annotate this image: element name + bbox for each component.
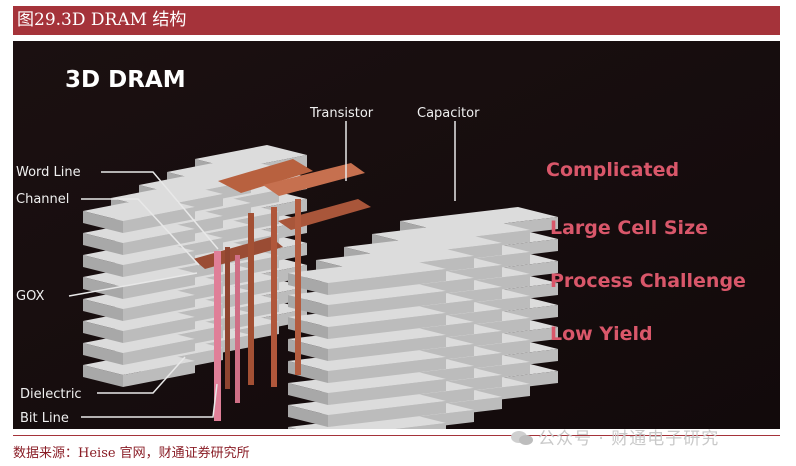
slab-top — [83, 241, 195, 265]
slab-top — [288, 281, 446, 305]
slab-side — [328, 357, 446, 383]
watermark-text: 公众号 · 财通电子研究 — [538, 429, 720, 449]
challenge-item: Complicated — [546, 159, 679, 181]
slab-side — [123, 229, 195, 255]
slab-front — [83, 321, 123, 343]
slab-side — [123, 317, 195, 343]
slab-top — [344, 233, 502, 257]
figure-title: 图29.3D DRAM 结构 — [13, 6, 780, 35]
dram-figure: 3D DRAM Tr — [13, 41, 780, 429]
slab-top — [83, 197, 195, 221]
slab-top — [288, 391, 446, 415]
slab-top — [288, 259, 446, 283]
slab-top — [83, 263, 195, 287]
slab-side — [328, 335, 446, 361]
bit-line-pillar — [214, 251, 221, 421]
dielectric-label: Dielectric — [20, 387, 82, 402]
slab-side — [328, 401, 446, 427]
slab-side — [328, 269, 446, 295]
slab-front — [83, 233, 123, 255]
bit-line-label: Bit Line — [20, 411, 69, 426]
source-note: 数据来源：Heise 官网，财通证券研究所 — [13, 446, 250, 461]
challenge-item: Low Yield — [550, 323, 653, 345]
transistor-label: Transistor — [309, 106, 374, 121]
slab-top — [83, 285, 195, 309]
word-line-label: Word Line — [16, 165, 81, 180]
slab-side — [123, 295, 195, 321]
transistor-array — [193, 159, 371, 389]
slab-side — [123, 251, 195, 277]
wechat-icon — [510, 430, 534, 446]
slab-side — [123, 361, 195, 387]
slab-front — [288, 383, 328, 405]
slab-top — [288, 325, 446, 349]
slab-top — [400, 207, 558, 231]
slab-top — [288, 303, 446, 327]
slab-top — [316, 246, 474, 270]
slab-side — [328, 313, 446, 339]
callout-lines — [68, 121, 456, 418]
footer-divider — [13, 435, 780, 436]
gox-label: GOX — [16, 289, 44, 304]
slab-top — [83, 307, 195, 331]
channel-label: Channel — [16, 192, 69, 207]
slab-side — [123, 273, 195, 299]
slab-top — [288, 369, 446, 393]
slab-front — [288, 405, 328, 427]
slab-top — [83, 329, 195, 353]
word-line-pillar — [235, 255, 240, 403]
challenge-item: Large Cell Size — [550, 217, 708, 239]
slab-front — [83, 277, 123, 299]
slab-front — [83, 299, 123, 321]
slab-front — [83, 211, 123, 233]
diagram-heading: 3D DRAM — [65, 67, 186, 93]
slab-top — [83, 351, 195, 375]
slab-side — [328, 379, 446, 405]
slab-top — [83, 219, 195, 243]
slab-side — [123, 339, 195, 365]
right-slab-stack — [288, 207, 558, 429]
capacitor-label: Capacitor — [417, 106, 480, 121]
slab-side — [328, 291, 446, 317]
slab-top — [372, 220, 530, 244]
slab-side — [123, 207, 195, 233]
watermark: 公众号 · 财通电子研究 — [510, 424, 719, 449]
slab-front — [83, 365, 123, 387]
slab-front — [288, 427, 296, 429]
slab-front — [83, 255, 123, 277]
challenge-item: Process Challenge — [550, 270, 746, 292]
slab-front — [83, 343, 123, 365]
slab-top — [288, 347, 446, 371]
slab-side — [395, 423, 446, 429]
